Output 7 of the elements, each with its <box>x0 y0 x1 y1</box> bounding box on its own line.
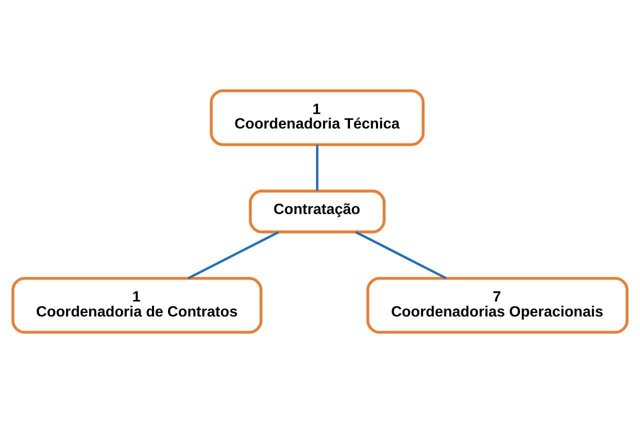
node-box: 1 Coordenadoria Técnica <box>210 88 425 146</box>
connector <box>355 230 447 279</box>
node-box: 7 Coordenadorias Operacionais <box>366 276 628 334</box>
node-box: Contratação <box>248 189 386 233</box>
node-box: 1 Coordenadoria de Contratos <box>12 276 262 334</box>
connector <box>188 230 280 279</box>
connector <box>316 144 318 190</box>
